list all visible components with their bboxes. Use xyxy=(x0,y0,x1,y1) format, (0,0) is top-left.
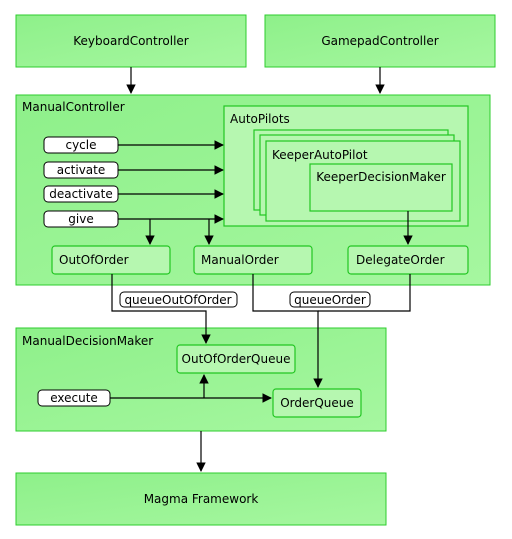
manual-decision-maker-label: ManualDecisionMaker xyxy=(22,334,153,348)
activate-method: activate xyxy=(43,161,119,179)
activate-label: activate xyxy=(57,163,106,177)
deactivate-method: deactivate xyxy=(43,185,119,203)
manual-order-node: ManualOrder xyxy=(193,245,313,275)
manual-controller-label: ManualController xyxy=(22,100,125,114)
out-of-order-to-queue-edge xyxy=(111,274,211,344)
order-queue-label: OrderQueue xyxy=(280,396,354,410)
magma-framework-label: Magma Framework xyxy=(144,492,259,506)
magma-framework-node: Magma Framework xyxy=(15,472,387,526)
deactivate-label: deactivate xyxy=(49,187,113,201)
keyboard-controller-label: KeyboardController xyxy=(73,34,189,48)
keeper-decision-maker-node: KeeperDecisionMaker xyxy=(309,163,453,212)
manual-order-label: ManualOrder xyxy=(201,253,279,267)
queue-out-of-order-text: queueOutOfOrder xyxy=(124,293,231,307)
queue-out-of-order-edge-label: queueOutOfOrder xyxy=(119,291,238,308)
order-queue-node: OrderQueue xyxy=(272,388,362,418)
gamepad-controller-node: GamepadController xyxy=(264,14,496,68)
autopilots-label: AutoPilots xyxy=(230,112,290,126)
manual-order-to-queue-edge xyxy=(252,274,323,388)
keyboard-controller-node: KeyboardController xyxy=(15,14,247,68)
delegate-order-to-queue-edge xyxy=(318,274,411,312)
gamepad-controller-label: GamepadController xyxy=(321,34,438,48)
execute-label: execute xyxy=(50,391,98,405)
out-of-order-node: OutOfOrder xyxy=(51,245,171,275)
queue-order-edge-label: queueOrder xyxy=(289,291,371,308)
execute-method: execute xyxy=(37,389,111,407)
keeper-decision-maker-label: KeeperDecisionMaker xyxy=(316,170,446,184)
queue-order-text: queueOrder xyxy=(294,293,366,307)
out-of-order-queue-node: OutOfOrderQueue xyxy=(176,344,296,374)
cycle-method: cycle xyxy=(43,136,119,154)
out-of-order-label: OutOfOrder xyxy=(59,253,129,267)
cycle-label: cycle xyxy=(65,138,96,152)
delegate-order-node: DelegateOrder xyxy=(347,245,469,275)
give-method: give xyxy=(43,210,119,228)
give-label: give xyxy=(68,212,93,226)
keeper-autopilot-label: KeeperAutoPilot xyxy=(272,148,368,162)
out-of-order-queue-label: OutOfOrderQueue xyxy=(182,352,291,366)
delegate-order-label: DelegateOrder xyxy=(356,253,445,267)
